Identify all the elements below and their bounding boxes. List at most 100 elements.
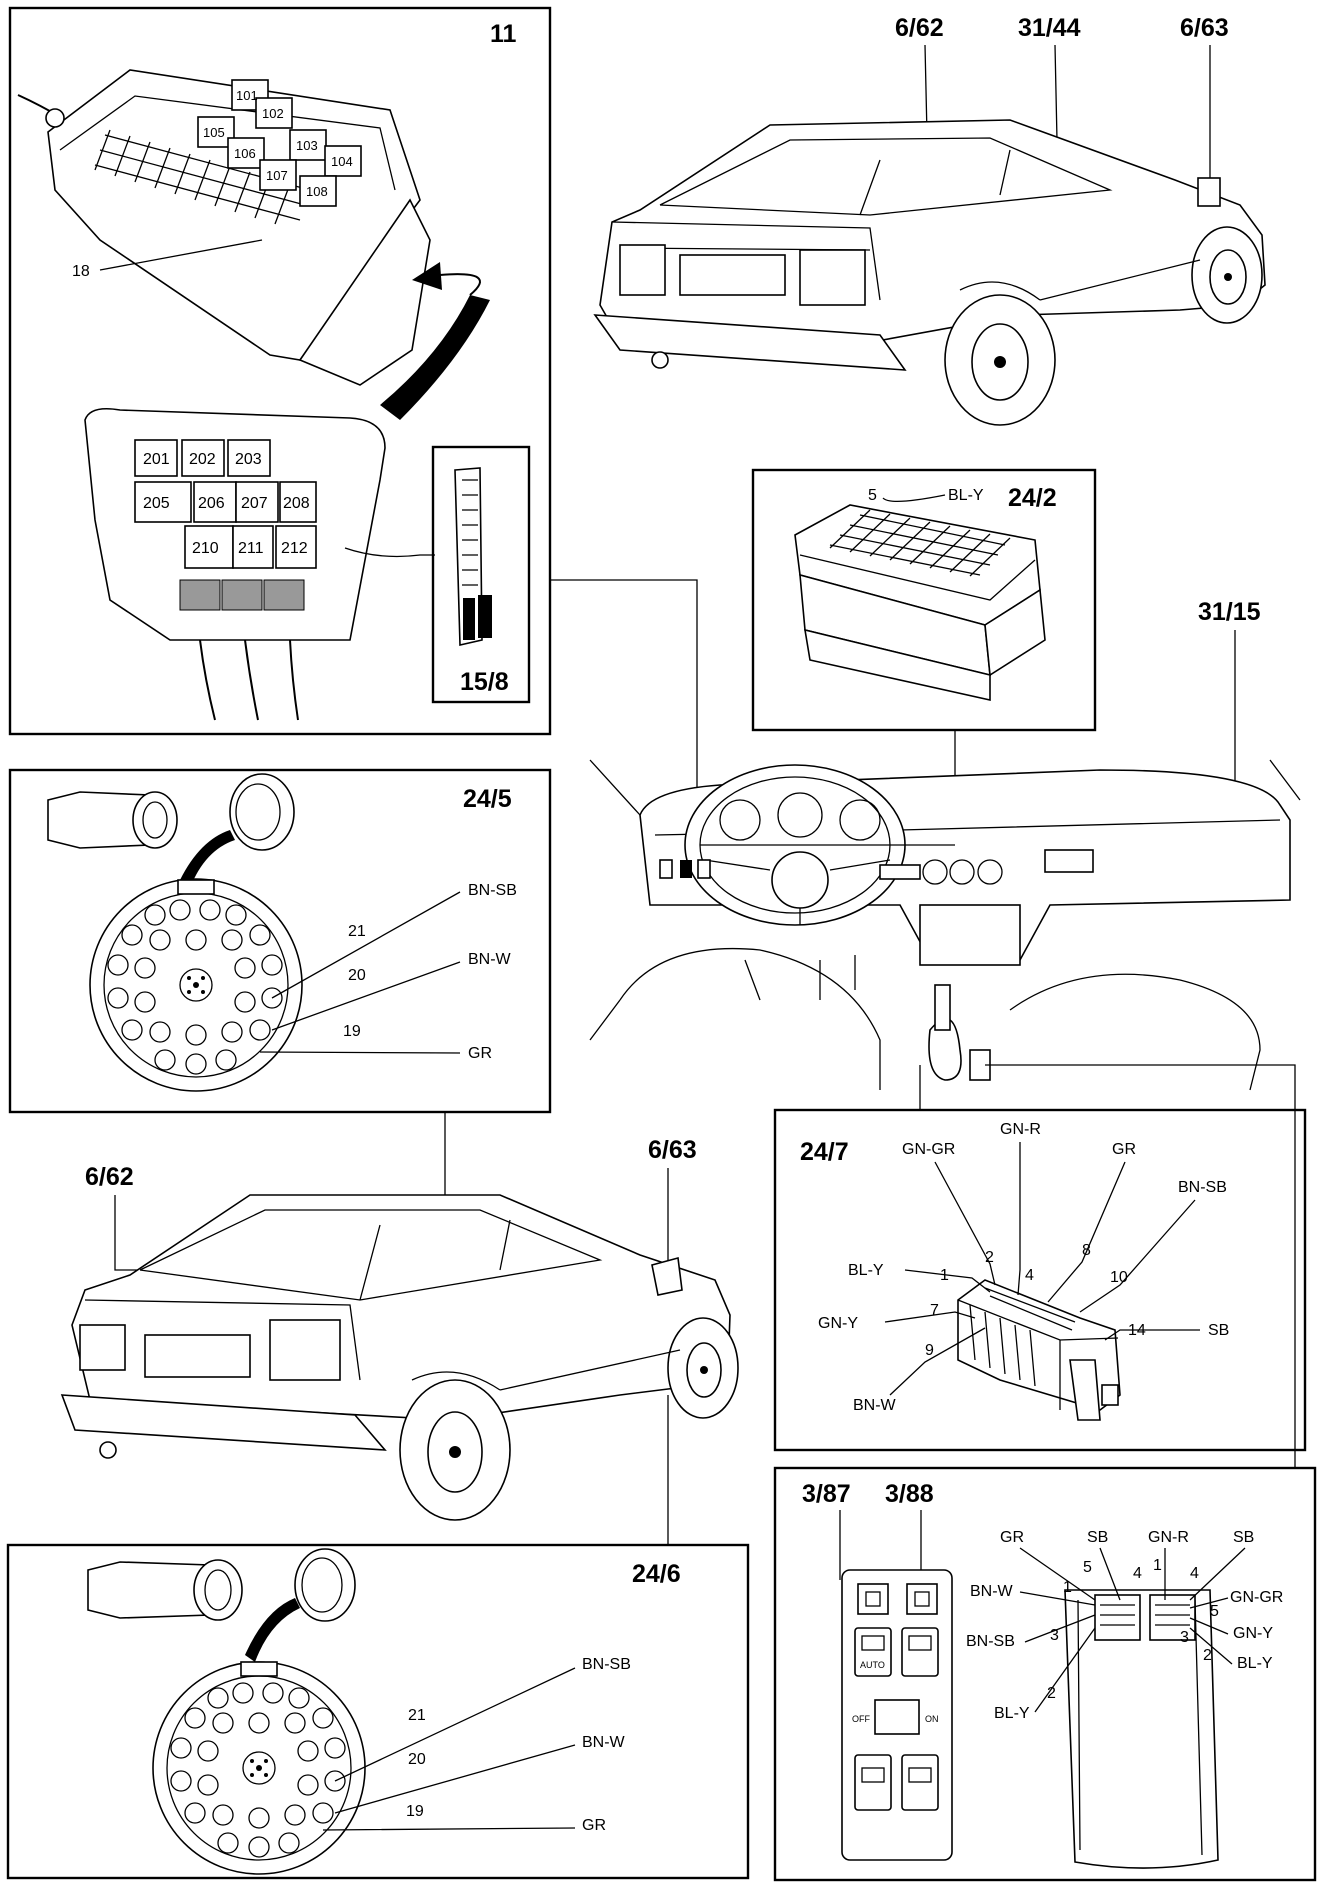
- relay-108: 108: [306, 184, 328, 199]
- conn-24-6-wire-gr: GR: [582, 1817, 606, 1834]
- relay-208: 208: [283, 495, 310, 512]
- conn-24-7-pin-10: 10: [1110, 1269, 1128, 1286]
- conn-24-7-pin-2: 2: [985, 1249, 994, 1266]
- conn-24-5-pin-21: 21: [348, 923, 366, 940]
- conn-24-7-pin-9: 9: [925, 1342, 934, 1359]
- dashboard: 31/15: [589, 598, 1301, 1468]
- switch-label-1: 3/87: [802, 1480, 851, 1508]
- conn-24-7-pin-4: 4: [1025, 1267, 1034, 1284]
- relay-211: 211: [238, 540, 264, 557]
- relay-24-2-id: 24/2: [1008, 484, 1057, 512]
- relay-24-2-pin: 5: [868, 487, 877, 504]
- off-label: OFF: [852, 1714, 870, 1724]
- leader-fusebox-to-dash: [550, 579, 698, 838]
- sw-pin-4-l: 4: [1133, 1565, 1142, 1582]
- bottom-car-label-1: 6/62: [85, 1163, 134, 1191]
- relay-block-lower: 201 202 203 205 206 207 208 210 211 212: [84, 407, 386, 721]
- top-car: 6/62 31/44 6/63: [593, 14, 1266, 426]
- fusebox-id: 11: [490, 20, 517, 48]
- relay-24-2-wire: BL-Y: [948, 487, 984, 504]
- sw-wire-bly-l: BL-Y: [994, 1705, 1030, 1722]
- bottom-car: 6/62 6/63: [60, 1136, 739, 1521]
- connector-24-5-pins: [107, 899, 283, 1075]
- bottom-car-label-2: 6/63: [648, 1136, 697, 1164]
- auto-label: AUTO: [860, 1660, 885, 1670]
- relay-101: 101: [236, 88, 258, 103]
- relay-102: 102: [262, 106, 284, 121]
- relay-107: 107: [266, 168, 288, 183]
- relay-212: 212: [281, 540, 308, 557]
- conn-24-7-wire-gr: GR: [1112, 1141, 1136, 1158]
- conn-24-5-id: 24/5: [463, 785, 512, 813]
- sw-pin-2-r: 2: [1203, 1647, 1212, 1664]
- conn-24-7-id: 24/7: [800, 1138, 849, 1166]
- sw-wire-gnr: GN-R: [1148, 1529, 1189, 1546]
- conn-24-5-wire-bnsb: BN-SB: [468, 882, 517, 899]
- conn-24-6-id: 24/6: [632, 1560, 681, 1588]
- sw-pin-5-l: 5: [1083, 1559, 1092, 1576]
- dash-label: 31/15: [1198, 598, 1261, 626]
- arrow-icon: [245, 1598, 300, 1662]
- arrow-icon: [180, 830, 235, 888]
- sw-wire-gngr: GN-GR: [1230, 1589, 1283, 1606]
- conn-24-7-wire-sb: SB: [1208, 1322, 1229, 1339]
- top-car-label-1: 6/62: [895, 14, 944, 42]
- conn-24-6-pin-20: 20: [408, 1751, 426, 1768]
- sw-wire-sb-r: SB: [1233, 1529, 1254, 1546]
- relay-207: 207: [241, 495, 268, 512]
- relay-103: 103: [296, 138, 318, 153]
- conn-24-6-wire-bnw: BN-W: [582, 1734, 626, 1751]
- conn-24-7-wire-gnr: GN-R: [1000, 1121, 1041, 1138]
- on-label: ON: [925, 1714, 939, 1724]
- relay-24-2-panel: 24/2 5 BL-Y: [751, 468, 1097, 732]
- connector-24-6-pins: [170, 1682, 346, 1858]
- relay-group-upper: 101 102 103 104 105 106 107 108: [197, 79, 362, 207]
- relay-105: 105: [203, 125, 225, 140]
- callout-18: 18: [72, 263, 90, 280]
- connector-24-7-panel: 24/7 1 2 4 8 10 7 14 9 BL-Y GN-GR GN-R G…: [773, 1108, 1307, 1452]
- conn-24-5-wire-bnw: BN-W: [468, 951, 512, 968]
- switch-label-2: 3/88: [885, 1480, 934, 1508]
- connector-24-5-panel: 24/5 21 20 19 BN-SB BN-W GR: [8, 768, 552, 1114]
- top-car-label-2: 31/44: [1018, 14, 1081, 42]
- conn-24-7-wire-bnsb: BN-SB: [1178, 1179, 1227, 1196]
- conn-24-7-wire-bnw: BN-W: [853, 1397, 897, 1414]
- relay-106: 106: [234, 146, 256, 161]
- sw-pin-3-l: 3: [1050, 1627, 1059, 1644]
- relay-205: 205: [143, 495, 170, 512]
- conn-24-6-wire-bnsb: BN-SB: [582, 1656, 631, 1673]
- conn-24-6-pin-21: 21: [408, 1707, 426, 1724]
- arrow-icon: [412, 262, 442, 290]
- conn-24-7-pin-1: 1: [940, 1267, 949, 1284]
- sw-wire-gr: GR: [1000, 1529, 1024, 1546]
- sw-pin-1-b: 1: [1063, 1579, 1072, 1596]
- sw-pin-3-r: 3: [1180, 1629, 1189, 1646]
- fusebox-panel: 11 101 102 103 104 105 106 107 108: [8, 6, 552, 736]
- sw-wire-bnw: BN-W: [970, 1583, 1014, 1600]
- sw-pin-2-l: 2: [1047, 1685, 1056, 1702]
- conn-24-5-pin-19: 19: [343, 1023, 361, 1040]
- sw-wire-gny: GN-Y: [1233, 1625, 1273, 1642]
- conn-24-7-wire-gngr: GN-GR: [902, 1141, 955, 1158]
- sw-wire-bly-r: BL-Y: [1237, 1655, 1273, 1672]
- inset-id: 15/8: [460, 668, 509, 696]
- conn-24-7-pin-7: 7: [930, 1302, 939, 1319]
- relay-201: 201: [143, 451, 170, 468]
- sw-wire-bnsb: BN-SB: [966, 1633, 1015, 1650]
- sw-pin-5-r: 5: [1210, 1603, 1219, 1620]
- sw-wire-sb-l: SB: [1087, 1529, 1108, 1546]
- window-switch-panel: 3/87 3/88 AUTO OFF ON GR SB 5 4 1 1 BN-W: [773, 1466, 1317, 1882]
- connector-24-6-panel: 24/6 21 20 19 BN-SB BN-W GR: [6, 1543, 750, 1880]
- sw-pin-4-r: 4: [1190, 1565, 1199, 1582]
- sw-pin-1-a: 1: [1153, 1557, 1162, 1574]
- relay-203: 203: [235, 451, 262, 468]
- relay-206: 206: [198, 495, 225, 512]
- relay-202: 202: [189, 451, 216, 468]
- conn-24-5-pin-20: 20: [348, 967, 366, 984]
- conn-24-5-wire-gr: GR: [468, 1045, 492, 1062]
- inset-15-8: 15/8: [344, 445, 531, 704]
- top-car-label-3: 6/63: [1180, 14, 1229, 42]
- swoosh-arrow-icon: [380, 295, 490, 420]
- relay-210: 210: [192, 540, 219, 557]
